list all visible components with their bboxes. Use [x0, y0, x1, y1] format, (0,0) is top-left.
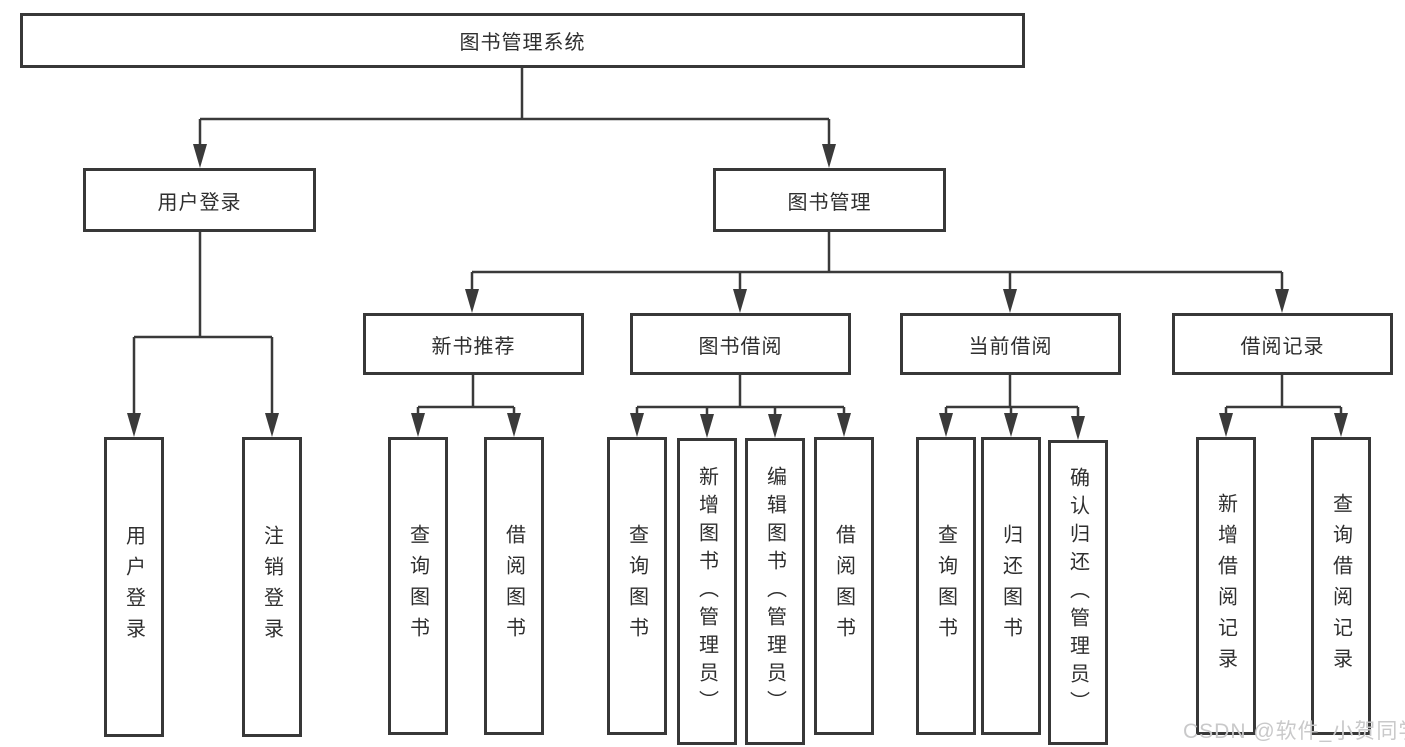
- leaf-bb-edit-books-admin: 编辑图书（管理员）: [745, 438, 805, 745]
- node-book-management: 图书管理: [713, 168, 946, 232]
- leaf-cb-confirm-return-admin: 确认归还（管理员）: [1048, 440, 1108, 745]
- node-book-borrow: 图书借阅: [630, 313, 851, 375]
- leaf-br-add-borrow-record: 新增借阅记录: [1196, 437, 1256, 735]
- leaf-nbr-borrow-books: 借阅图书: [484, 437, 544, 735]
- node-borrow-records: 借阅记录: [1172, 313, 1393, 375]
- leaf-logout-login: 注销登录: [242, 437, 302, 737]
- watermark: CSDN @软件_小贺同学: [1183, 720, 1405, 743]
- leaf-user-login: 用户登录: [104, 437, 164, 737]
- node-current-borrow: 当前借阅: [900, 313, 1121, 375]
- leaf-cb-query-books: 查询图书: [916, 437, 976, 735]
- node-new-book-recommend: 新书推荐: [363, 313, 584, 375]
- leaf-nbr-query-books: 查询图书: [388, 437, 448, 735]
- leaf-bb-add-books-admin: 新增图书（管理员）: [677, 438, 737, 745]
- leaf-br-query-borrow-record: 查询借阅记录: [1311, 437, 1371, 735]
- leaf-cb-return-books: 归还图书: [981, 437, 1041, 735]
- leaf-bb-query-books: 查询图书: [607, 437, 667, 735]
- arrowheads: [127, 144, 1348, 440]
- node-root: 图书管理系统: [20, 13, 1025, 68]
- node-user-login: 用户登录: [83, 168, 316, 232]
- leaf-bb-borrow-books: 借阅图书: [814, 437, 874, 735]
